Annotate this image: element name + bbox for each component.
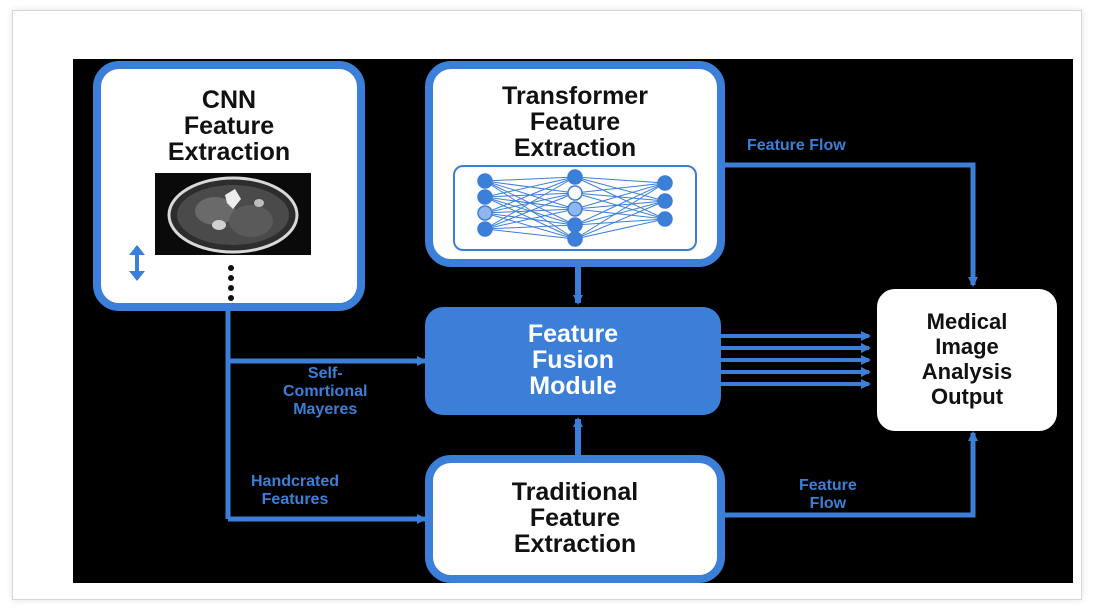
network-edge — [484, 224, 576, 230]
network-node — [657, 175, 673, 191]
traditional-feature-extraction-box: Traditional Feature Extraction — [425, 455, 725, 583]
network-node — [657, 211, 673, 227]
network-edge — [484, 176, 576, 214]
network-edge — [574, 218, 666, 226]
network-edge — [574, 176, 666, 184]
network-node — [567, 231, 583, 247]
network-edge — [484, 176, 576, 230]
network-edge — [574, 208, 666, 220]
network-edge — [574, 200, 666, 210]
network-edge — [484, 180, 576, 240]
neural-network-icon — [453, 165, 697, 251]
network-edge — [484, 208, 576, 230]
feature-fusion-module-box: Feature Fusion Module — [425, 307, 721, 415]
network-edge — [484, 196, 576, 240]
network-edge — [484, 212, 576, 240]
feature-flow-bottom-label: Feature Flow — [799, 477, 857, 512]
network-edge — [484, 176, 576, 182]
network-node — [477, 205, 493, 221]
mri-scan-image — [155, 173, 311, 255]
network-edge — [574, 176, 666, 202]
network-edge — [574, 200, 666, 240]
network-edge — [574, 200, 666, 226]
traditional-title: Traditional Feature Extraction — [511, 478, 639, 558]
network-edge — [484, 228, 576, 240]
vertical-ellipsis-icon — [219, 263, 243, 305]
network-edge — [574, 218, 666, 240]
network-edge — [574, 182, 666, 240]
up-down-arrow-icon — [127, 243, 147, 283]
output-title: Medical Image Analysis Output — [921, 309, 1013, 409]
fusion-title: Feature Fusion Module — [527, 320, 619, 400]
transformer-title: Transformer Feature Extraction — [502, 82, 648, 162]
network-edge — [574, 176, 666, 220]
network-edge — [484, 192, 576, 230]
diagram-canvas: CNN Feature Extraction — [73, 59, 1073, 583]
network-node — [477, 173, 493, 189]
transformer-feature-extraction-box: Transformer Feature Extraction — [425, 61, 725, 267]
network-node — [567, 217, 583, 233]
network-edge — [484, 176, 576, 198]
network-edge — [574, 182, 666, 194]
cnn-title: CNN Feature Extraction — [167, 86, 291, 166]
network-node — [657, 193, 673, 209]
connector-layer — [225, 162, 978, 524]
network-edge — [574, 192, 666, 202]
cnn-feature-extraction-box: CNN Feature Extraction — [93, 61, 365, 311]
medical-image-analysis-output-box: Medical Image Analysis Output — [877, 289, 1057, 431]
self-conv-label: Self- Comrtional Mayeres — [283, 365, 368, 418]
handcrafted-features-label: Handcrated Features — [251, 473, 340, 508]
arrow-transformer-to-output — [725, 162, 978, 287]
network-node — [567, 185, 583, 201]
feature-flow-top-label: Feature Flow — [747, 137, 846, 154]
network-edge — [574, 182, 666, 210]
network-node — [567, 169, 583, 185]
network-node — [477, 221, 493, 237]
fusion-output-arrows — [721, 331, 871, 389]
network-edge — [574, 182, 666, 226]
network-edge — [574, 192, 666, 220]
network-node — [477, 189, 493, 205]
figure-frame: CNN Feature Extraction — [12, 10, 1082, 600]
arrow-traditional-to-output — [725, 431, 978, 518]
network-node — [567, 201, 583, 217]
